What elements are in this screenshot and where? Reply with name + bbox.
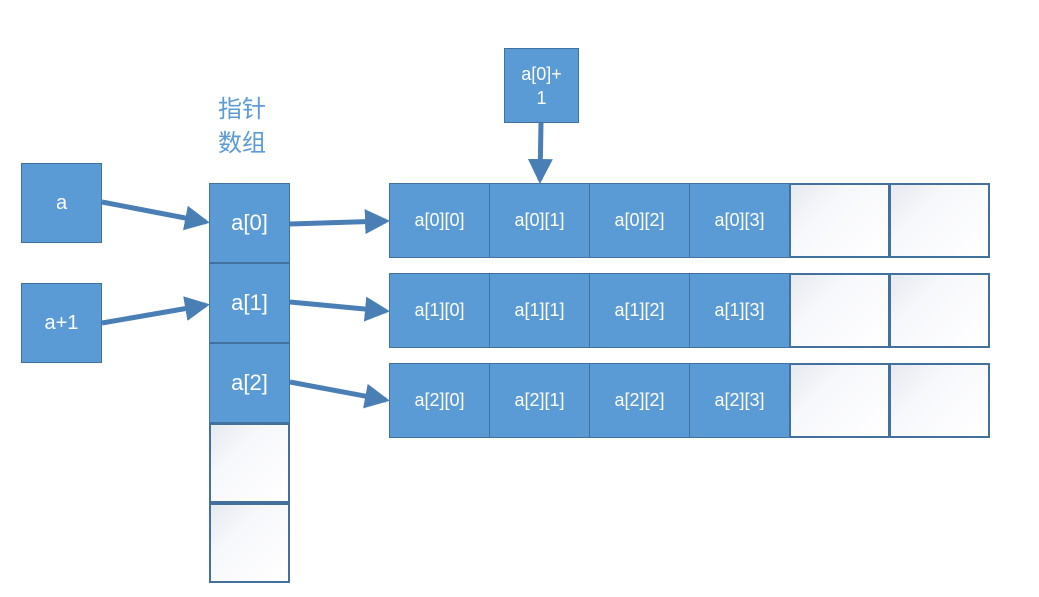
array-cell-1-1: a[1][1] bbox=[489, 273, 590, 348]
array-cell-empty bbox=[889, 273, 990, 348]
arrow bbox=[289, 296, 390, 322]
arrow bbox=[289, 379, 390, 409]
array-cell-1-3: a[1][3] bbox=[689, 273, 790, 348]
arrow bbox=[527, 122, 553, 184]
array-cell-1-2: a[1][2] bbox=[589, 273, 690, 348]
pointer-cell-2: a[2] bbox=[209, 343, 290, 423]
array-cell-2-2: a[2][2] bbox=[589, 363, 690, 438]
array-cell-empty bbox=[889, 363, 990, 438]
array-cell-0-0: a[0][0] bbox=[389, 183, 490, 258]
variable-a: a bbox=[21, 163, 102, 243]
array-cell-empty bbox=[789, 273, 890, 348]
diagram-title: 指针 数组 bbox=[218, 95, 266, 157]
pointer-cell-empty bbox=[209, 503, 290, 583]
array-cell-0-1: a[0][1] bbox=[489, 183, 590, 258]
pointer-cell-empty bbox=[209, 423, 290, 503]
array-cell-0-2: a[0][2] bbox=[589, 183, 690, 258]
array-cell-empty bbox=[889, 183, 990, 258]
variable-a-plus-1: a+1 bbox=[21, 283, 102, 363]
pointer-cell-0: a[0] bbox=[209, 183, 290, 263]
array-cell-2-0: a[2][0] bbox=[389, 363, 490, 438]
array-cell-2-1: a[2][1] bbox=[489, 363, 590, 438]
note-box: a[0]+ 1 bbox=[504, 48, 579, 123]
array-cell-0-3: a[0][3] bbox=[689, 183, 790, 258]
arrow bbox=[101, 199, 210, 231]
arrow bbox=[289, 209, 390, 235]
array-cell-empty bbox=[789, 363, 890, 438]
pointer-cell-1: a[1] bbox=[209, 263, 290, 343]
arrow bbox=[101, 296, 210, 326]
array-cell-2-3: a[2][3] bbox=[689, 363, 790, 438]
array-cell-empty bbox=[789, 183, 890, 258]
